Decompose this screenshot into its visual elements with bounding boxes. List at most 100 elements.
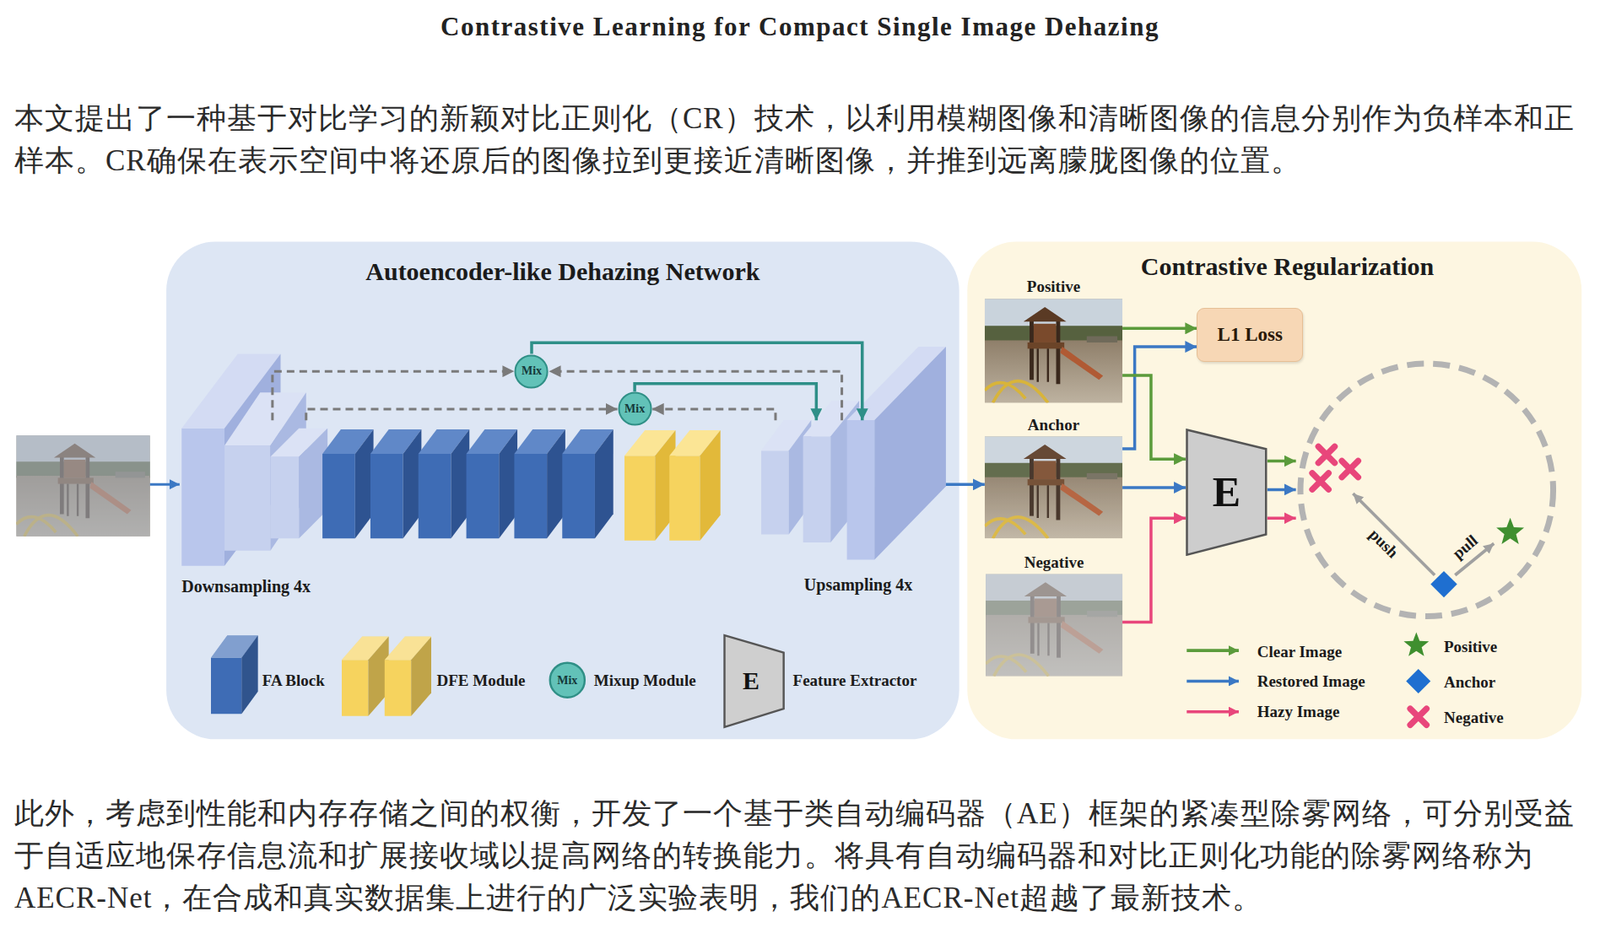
anchor-diamond bbox=[1430, 571, 1457, 598]
downsampling-block bbox=[270, 428, 328, 540]
face bbox=[466, 454, 500, 539]
node-text: Mix bbox=[521, 364, 542, 379]
face bbox=[370, 454, 404, 539]
loss-box: L1 Loss bbox=[1196, 308, 1303, 363]
face bbox=[181, 428, 225, 567]
legend-text: Restored Image bbox=[1257, 672, 1366, 692]
node-text: Upsampling 4x bbox=[804, 575, 913, 595]
connector bbox=[1122, 518, 1186, 622]
legend-text: FA Block bbox=[262, 671, 325, 691]
connector bbox=[531, 342, 863, 421]
face bbox=[700, 430, 721, 541]
fa-block bbox=[466, 429, 518, 539]
face bbox=[270, 457, 299, 540]
dfe-module bbox=[624, 430, 676, 541]
legend-text: Mixup Module bbox=[594, 671, 697, 691]
connector bbox=[634, 383, 817, 422]
swatch-face bbox=[242, 635, 259, 714]
positive-image bbox=[984, 298, 1123, 403]
connector bbox=[1267, 459, 1297, 464]
symbol-label: E bbox=[742, 666, 760, 696]
legend-swatch bbox=[341, 634, 432, 717]
anchor-tint bbox=[984, 436, 1123, 539]
connector bbox=[1122, 375, 1186, 460]
mix-circle bbox=[618, 393, 651, 426]
legend-text: Anchor bbox=[1443, 673, 1496, 692]
node-text: Contrastive Regularization bbox=[1140, 252, 1434, 282]
mix-circle bbox=[515, 355, 548, 388]
legend-text: Negative bbox=[1443, 708, 1504, 728]
haze bbox=[16, 435, 150, 537]
node-text: L1 Loss bbox=[1217, 324, 1283, 346]
face bbox=[418, 454, 452, 539]
push-arrow bbox=[1352, 493, 1435, 576]
symbol-label: Mix bbox=[556, 674, 578, 688]
swatch-face bbox=[384, 659, 411, 717]
connector bbox=[306, 409, 618, 421]
node-text: Positive bbox=[984, 277, 1123, 297]
legend-star bbox=[1403, 632, 1429, 656]
image-tile: Positive bbox=[984, 298, 1123, 403]
image-tile: Negative bbox=[985, 574, 1123, 677]
extractor-trapezoid: E bbox=[1185, 428, 1268, 557]
legend-swatch bbox=[210, 634, 262, 717]
downsampling-block bbox=[181, 353, 281, 566]
fa-block bbox=[562, 429, 613, 539]
network-panel-ground bbox=[166, 241, 960, 740]
swatch-shade bbox=[410, 637, 432, 717]
legend-cross bbox=[1410, 708, 1427, 725]
legend-extractor-symbol bbox=[724, 635, 784, 728]
face bbox=[669, 455, 700, 541]
legend-line bbox=[1186, 648, 1239, 653]
swatch-face bbox=[210, 658, 242, 714]
legend-diamond bbox=[1405, 669, 1431, 694]
face bbox=[803, 436, 832, 543]
negative-cross bbox=[1341, 460, 1358, 477]
node-text: Downsampling 4x bbox=[181, 577, 311, 597]
hazy-input-image bbox=[16, 435, 150, 537]
fa-block bbox=[370, 429, 422, 539]
connector bbox=[1122, 486, 1186, 490]
node-text: Anchor bbox=[984, 416, 1123, 435]
downsampling-block bbox=[224, 392, 307, 551]
swatch-face bbox=[410, 637, 432, 717]
legend-line bbox=[1186, 680, 1239, 684]
connector bbox=[945, 483, 985, 487]
face bbox=[322, 454, 356, 539]
face bbox=[761, 450, 790, 535]
dashed-ring bbox=[1300, 363, 1554, 617]
node-text: Mix bbox=[624, 402, 645, 417]
trapezoid bbox=[1187, 429, 1267, 555]
legend-mix-symbol bbox=[550, 663, 585, 698]
connector bbox=[1267, 517, 1297, 521]
block-group: Upsampling 4x bbox=[761, 420, 946, 561]
node-text: E bbox=[1212, 467, 1241, 517]
legend-text: Positive bbox=[1443, 637, 1498, 657]
fa-block bbox=[418, 429, 470, 539]
anchor-image bbox=[984, 436, 1123, 539]
fa-block bbox=[322, 429, 373, 539]
face bbox=[224, 445, 271, 552]
face bbox=[562, 454, 595, 539]
mixup-circle: Mix bbox=[617, 391, 653, 427]
legend-text: Clear Image bbox=[1257, 643, 1342, 662]
positive-star bbox=[1496, 518, 1525, 545]
input-arrow bbox=[150, 483, 180, 487]
node-text: pull bbox=[1448, 530, 1483, 563]
node-text: Autoencoder-like Dehazing Network bbox=[166, 257, 960, 287]
diagram-title: Contrastive Learning for Compact Single … bbox=[0, 11, 1600, 43]
face bbox=[624, 455, 655, 541]
face bbox=[847, 420, 876, 561]
face bbox=[874, 346, 946, 561]
connector bbox=[1122, 327, 1197, 331]
node-text: Negative bbox=[985, 553, 1123, 573]
legend-text: Hazy Image bbox=[1257, 702, 1341, 722]
legend-line bbox=[1186, 710, 1239, 714]
connector bbox=[652, 409, 776, 421]
negative-cross bbox=[1318, 446, 1335, 463]
swatch-face bbox=[341, 659, 368, 717]
connector bbox=[549, 371, 843, 421]
legend-text: DFE Module bbox=[437, 671, 526, 691]
